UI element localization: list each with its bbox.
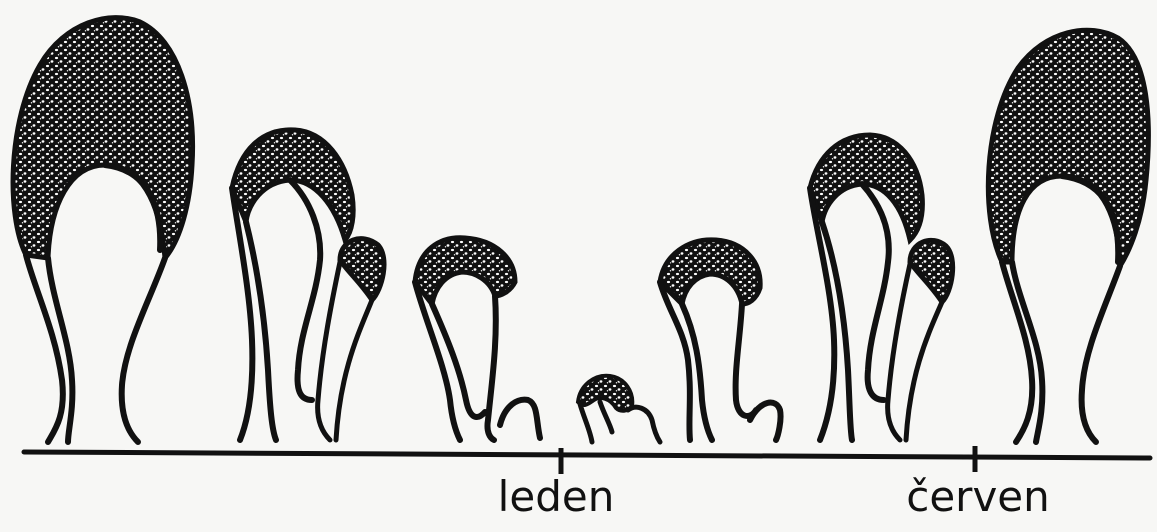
month-label-cerven: červen <box>906 476 1050 518</box>
plant-left-large-stem <box>26 255 72 442</box>
plant-left-large-crown <box>13 18 193 258</box>
plant-left-large-stem-right <box>105 165 165 442</box>
plant-left-small <box>415 238 540 440</box>
plant-right-medium-stem <box>810 184 889 440</box>
plant-right-large-stem <box>1002 262 1042 442</box>
plant-right-small-stem <box>660 282 781 440</box>
plant-left-large <box>13 18 193 442</box>
plant-center-tiny <box>578 376 660 442</box>
plant-right-large-stem-right <box>1062 176 1120 442</box>
plant-right-medium-sideshoot <box>910 240 953 302</box>
timeline-axis <box>24 452 1150 458</box>
plant-right-medium <box>810 135 953 440</box>
plant-right-large <box>988 30 1148 442</box>
plant-right-small-crown <box>660 240 760 304</box>
plant-left-small-crown <box>415 238 515 304</box>
plant-right-large-crown <box>988 30 1148 266</box>
plant-left-medium <box>232 130 384 440</box>
plant-center-tiny-crown <box>578 376 632 411</box>
plant-left-small-stem <box>415 282 540 440</box>
plant-right-small <box>660 240 781 440</box>
month-label-leden: leden <box>498 476 615 518</box>
plant-left-medium-sideshoot <box>340 239 384 300</box>
